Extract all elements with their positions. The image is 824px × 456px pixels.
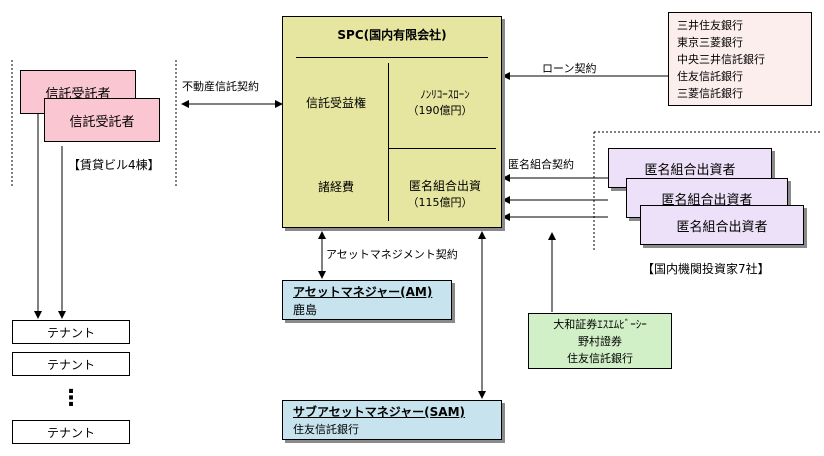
expenses-label: 諸経費 <box>317 179 354 194</box>
tk-investor-label-2: 匿名組合出資者 <box>661 192 753 208</box>
am-title: アセットマネジャー(AM) <box>293 285 433 299</box>
sam-box: サブアセットマネジャー(SAM) 住友信託銀行 <box>282 400 502 440</box>
trustee-label-2: 信託受託者 <box>69 114 135 130</box>
bank-name-3: 中央三井信託銀行 <box>677 53 765 66</box>
tenant-box-3: テナント <box>12 420 130 444</box>
securities-name-3: 住友信託銀行 <box>567 352 633 365</box>
tenant-label-1: テナント <box>46 325 95 340</box>
bank-name-5: 三菱信託銀行 <box>677 87 743 100</box>
trustee-label-1: 信託受託者 <box>45 86 111 102</box>
tenant-box-1: テナント <box>12 320 130 344</box>
am-box: アセットマネジャー(AM) 鹿島 <box>282 280 452 320</box>
real-estate-trust-label: 不動産信託契約 <box>182 80 259 93</box>
tk-contract-label: 匿名組合契約 <box>508 158 574 171</box>
trust-beneficiary-label: 信託受益権 <box>305 95 366 110</box>
rental-buildings-label: 【賃貸ビル4棟】 <box>68 158 160 172</box>
am-contract-label: アセットマネジメント契約 <box>326 248 458 261</box>
spc-box <box>282 16 502 228</box>
nonrecourse-amount: （190億円） <box>407 104 473 117</box>
tk-investor-label-1: 匿名組合出資者 <box>644 162 736 178</box>
tenant-ellipsis: ⋮ <box>60 385 82 411</box>
loan-contract-label: ローン契約 <box>542 62 597 75</box>
spc-title: SPC(国内有限会社) <box>337 27 447 42</box>
tk-investment-label: 匿名組合出資 <box>408 178 481 193</box>
nonrecourse-loan-label: ﾉﾝﾘｺｰｽﾛｰﾝ <box>420 88 470 101</box>
bank-name-1: 三井住友銀行 <box>677 19 743 32</box>
tenant-box-2: テナント <box>12 352 130 376</box>
spc-title-divider <box>296 57 488 58</box>
spc-horizontal-divider <box>388 148 496 149</box>
securities-box: 大和証券ｴｽｴﾑﾋﾞｰｼｰ 野村證券 住友信託銀行 <box>528 313 672 369</box>
tk-investor-label-3: 匿名組合出資者 <box>676 219 768 235</box>
domestic-investors-label: 【国内機関投資家7社】 <box>642 262 770 276</box>
bank-name-2: 東京三菱銀行 <box>677 36 743 49</box>
trustee-box-2: 信託受託者 <box>44 98 160 142</box>
sam-name: 住友信託銀行 <box>293 423 359 436</box>
banks-box: 三井住友銀行 東京三菱銀行 中央三井信託銀行 住友信託銀行 三菱信託銀行 <box>668 12 812 106</box>
spc-vertical-divider <box>388 63 389 221</box>
securities-name-2: 野村證券 <box>578 335 622 348</box>
tenant-label-3: テナント <box>46 425 95 440</box>
bank-name-4: 住友信託銀行 <box>677 70 743 83</box>
tk-amount: （115億円） <box>407 196 473 209</box>
am-name: 鹿島 <box>293 303 318 317</box>
tk-investor-box-3: 匿名組合出資者 <box>640 205 804 245</box>
sam-title: サブアセットマネジャー(SAM) <box>293 405 466 419</box>
securities-name-1: 大和証券ｴｽｴﾑﾋﾞｰｼｰ <box>553 318 647 331</box>
tenant-label-2: テナント <box>46 357 95 372</box>
